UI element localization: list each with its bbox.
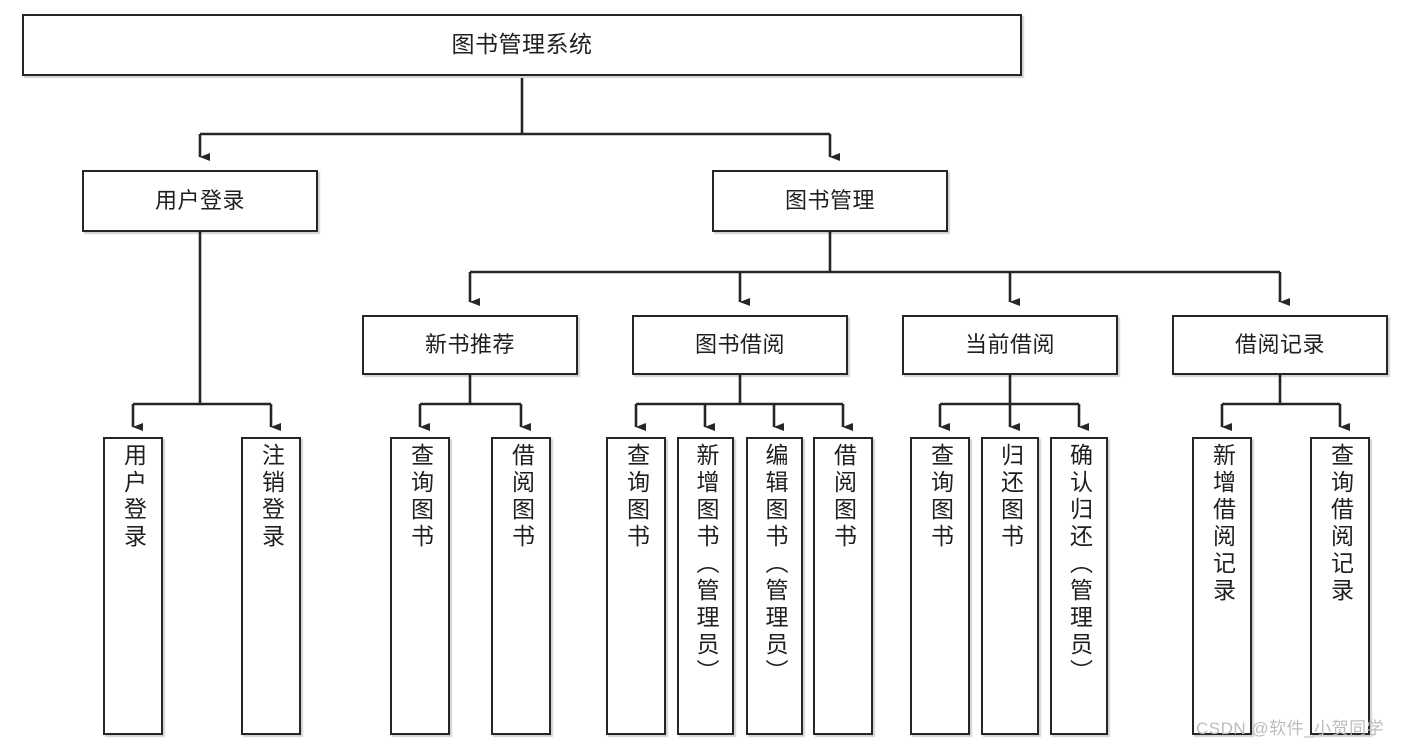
node-leaf-add-borrow-record[interactable]: 新增借阅记录 bbox=[1192, 437, 1252, 735]
node-book-borrowing[interactable]: 图书借阅 bbox=[632, 315, 848, 375]
node-label: 当前借阅 bbox=[964, 331, 1055, 357]
node-label: 新增图书（管理员） bbox=[693, 443, 719, 686]
node-new-book-recommendation[interactable]: 新书推荐 bbox=[362, 315, 578, 375]
node-root-book-management-system[interactable]: 图书管理系统 bbox=[22, 14, 1022, 76]
node-leaf-borrow-book[interactable]: 借阅图书 bbox=[813, 437, 873, 735]
node-label: 借阅图书 bbox=[830, 443, 857, 551]
node-borrowing-records[interactable]: 借阅记录 bbox=[1172, 315, 1388, 375]
node-label: 用户登录 bbox=[120, 443, 147, 551]
node-leaf-query-book-borrow[interactable]: 查询图书 bbox=[606, 437, 666, 735]
node-leaf-return-book[interactable]: 归还图书 bbox=[981, 437, 1039, 735]
node-leaf-query-borrow-record[interactable]: 查询借阅记录 bbox=[1310, 437, 1370, 735]
node-book-management[interactable]: 图书管理 bbox=[712, 170, 948, 232]
node-label: 新增借阅记录 bbox=[1209, 443, 1236, 605]
node-label: 查询图书 bbox=[927, 443, 954, 551]
node-leaf-borrow-book-new[interactable]: 借阅图书 bbox=[491, 437, 551, 735]
node-label: 借阅图书 bbox=[508, 443, 535, 551]
node-leaf-user-login[interactable]: 用户登录 bbox=[103, 437, 163, 735]
node-user-login[interactable]: 用户登录 bbox=[82, 170, 318, 232]
node-label: 用户登录 bbox=[154, 187, 245, 213]
node-label: 新书推荐 bbox=[424, 331, 515, 357]
node-leaf-confirm-return-admin[interactable]: 确认归还（管理员） bbox=[1050, 437, 1108, 735]
csdn-watermark: CSDN @软件_小贺同学 bbox=[1196, 719, 1385, 738]
node-leaf-query-book-current[interactable]: 查询图书 bbox=[910, 437, 970, 735]
node-leaf-edit-book-admin[interactable]: 编辑图书（管理员） bbox=[746, 437, 803, 735]
node-label: 图书借阅 bbox=[694, 331, 785, 357]
node-current-borrowing[interactable]: 当前借阅 bbox=[902, 315, 1118, 375]
node-label: 图书管理系统 bbox=[451, 31, 593, 58]
node-label: 归还图书 bbox=[997, 443, 1024, 551]
node-label: 查询图书 bbox=[623, 443, 650, 551]
node-label: 图书管理 bbox=[784, 187, 875, 213]
node-label: 查询借阅记录 bbox=[1327, 443, 1354, 605]
node-label: 编辑图书（管理员） bbox=[762, 443, 788, 686]
node-label: 查询图书 bbox=[407, 443, 434, 551]
node-label: 借阅记录 bbox=[1234, 331, 1325, 357]
node-label: 注销登录 bbox=[258, 443, 285, 551]
node-leaf-logout[interactable]: 注销登录 bbox=[241, 437, 301, 735]
node-leaf-add-book-admin[interactable]: 新增图书（管理员） bbox=[677, 437, 734, 735]
node-label: 确认归还（管理员） bbox=[1066, 443, 1093, 686]
node-leaf-query-book-new[interactable]: 查询图书 bbox=[390, 437, 450, 735]
